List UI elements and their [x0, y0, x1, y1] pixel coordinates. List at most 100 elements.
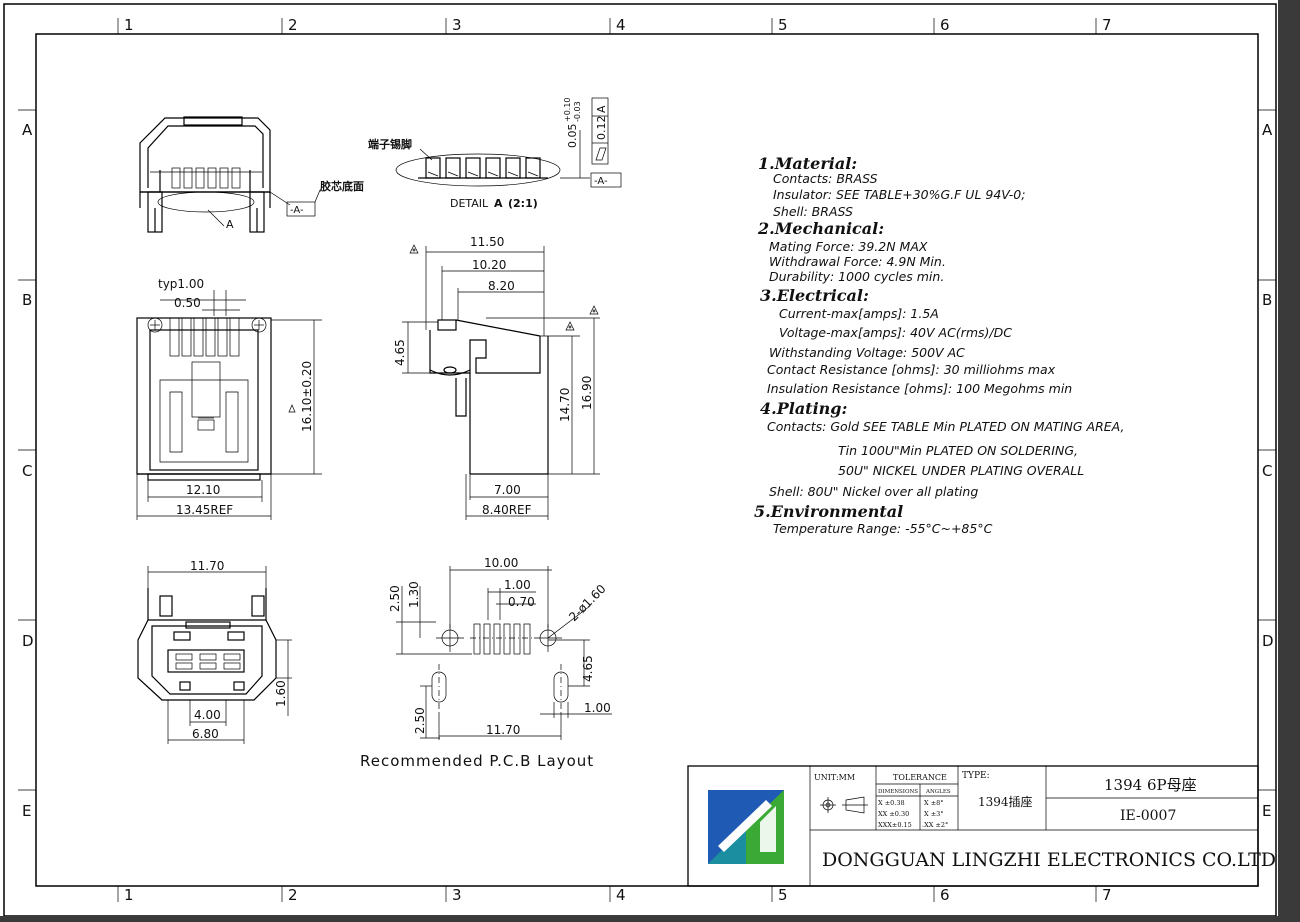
- row-marker: E: [22, 802, 31, 820]
- dim-840: 8.40REF: [482, 503, 532, 517]
- row-marker: B: [22, 291, 32, 309]
- detail-a-view: 端子锡脚 DETAIL A (2:1) 0.12 A -A- 0.05 +0.1…: [368, 97, 622, 210]
- row-marker: D: [1262, 632, 1274, 650]
- spec-line: 50U" NICKEL UNDER PLATING OVERALL: [838, 463, 1085, 478]
- side-view: [429, 319, 549, 475]
- spec-heading: 2.Mechanical:: [758, 219, 885, 238]
- gdt-tol-upper: +0.10: [563, 97, 572, 122]
- dim-1610: 16.10±0.20: [300, 361, 314, 432]
- callout-base: 胶芯底面: [320, 179, 364, 193]
- spec-line: Shell: 80U" Nickel over all plating: [769, 484, 979, 499]
- dim-typ: typ1.00: [158, 277, 204, 291]
- dim-465a: 4.65: [393, 339, 407, 366]
- dim-1000: 10.00: [484, 556, 518, 570]
- dim-1210: 12.10: [186, 483, 220, 497]
- dim-820: 8.20: [488, 279, 515, 293]
- dim-100a: 1.00: [504, 578, 531, 592]
- row-marker: D: [22, 632, 34, 650]
- tol-dim: XXX±0.15: [878, 821, 912, 829]
- dim-100b: 1.00: [584, 701, 611, 715]
- col-marker: 5: [778, 886, 788, 904]
- pcb-layout-view: [396, 566, 612, 740]
- col-marker: 7: [1102, 16, 1112, 34]
- title-block: [687, 765, 1259, 887]
- col-marker: 2: [288, 886, 298, 904]
- col-marker: 5: [778, 16, 788, 34]
- dim-160: 1.60: [274, 680, 288, 707]
- spec-line: Current-max[amps]: 1.5A: [779, 306, 939, 321]
- datum-label: -A-: [290, 205, 304, 216]
- dim-1150: 11.50: [470, 235, 504, 249]
- col-marker: 2: [288, 16, 298, 34]
- spec-line: Shell: BRASS: [773, 204, 853, 219]
- dim-1470: 14.70: [558, 388, 572, 422]
- dim-1345: 13.45REF: [176, 503, 233, 517]
- type-label: TYPE:: [962, 771, 990, 781]
- row-marker: C: [22, 462, 32, 480]
- dim-070: 0.70: [508, 595, 535, 609]
- company-logo: [708, 790, 784, 864]
- tolerance-label: TOLERANCE: [893, 773, 947, 782]
- detail-letter: A: [494, 197, 503, 210]
- spec-heading: 5.Environmental: [754, 502, 904, 521]
- tol-ang: X ±8°: [924, 799, 944, 807]
- gdt-datum: A: [595, 105, 608, 113]
- col-marker: 1: [124, 16, 134, 34]
- part-number: IE-0007: [1120, 808, 1176, 824]
- spec-heading: 1.Material:: [758, 154, 858, 173]
- part-name: 1394 6P母座: [1104, 776, 1197, 794]
- dim-400: 4.00: [194, 708, 221, 722]
- spec-line: Contacts: Gold SEE TABLE Min PLATED ON M…: [767, 419, 1125, 434]
- dim-700: 7.00: [494, 483, 521, 497]
- detail-label: DETAIL: [450, 197, 489, 210]
- tol-dim: XX ±0.30: [878, 810, 909, 818]
- type-value: 1394插座: [978, 794, 1033, 809]
- spec-line: Contact Resistance [ohms]: 30 milliohms …: [767, 362, 1056, 377]
- spec-line: Durability: 1000 cycles min.: [769, 269, 945, 284]
- col-marker: 3: [452, 16, 462, 34]
- col-marker: 6: [940, 16, 950, 34]
- callout-terminal: 端子锡脚: [368, 137, 412, 151]
- side-view-dims: [402, 244, 600, 520]
- gdt-frame: [591, 97, 609, 165]
- grid-ticks: [18, 18, 1276, 902]
- tol-ang-header: ANGLES: [925, 789, 951, 795]
- row-marker: B: [1262, 291, 1272, 309]
- spec-line: Insulation Resistance [ohms]: 100 Megohm…: [767, 381, 1073, 396]
- dim-130: 1.30: [407, 581, 421, 608]
- col-marker: 4: [616, 886, 626, 904]
- gdt-flatness: 0.12: [595, 116, 608, 141]
- dim-250a: 2.50: [388, 585, 402, 612]
- flatness-icon: [595, 147, 607, 161]
- spec-heading: 4.Plating:: [760, 399, 848, 418]
- spec-line: Withdrawal Force: 4.9N Min.: [769, 254, 946, 269]
- pcb-caption: Recommended P.C.B Layout: [360, 752, 594, 770]
- dim-1170a: 11.70: [190, 559, 224, 573]
- front-view: [136, 317, 272, 481]
- spec-line: Voltage-max[amps]: 40V AC(rms)/DC: [779, 325, 1012, 340]
- gdt-tol-lower: -0.03: [573, 101, 582, 122]
- datum-box: [286, 201, 316, 217]
- row-marker: A: [22, 121, 33, 139]
- outer-border: [3, 3, 1277, 917]
- dim-1020: 10.20: [472, 258, 506, 272]
- tol-ang: .XX ±2°: [922, 821, 948, 829]
- spec-line: Insulator: SEE TABLE+30%G.F UL 94V-0;: [773, 187, 1026, 202]
- inner-border: [35, 33, 1259, 887]
- dim-465b: 4.65: [581, 655, 595, 682]
- spec-line: Temperature Range: -55°C~+85°C: [773, 521, 993, 536]
- dim-050: 0.50: [174, 296, 201, 310]
- company-name: DONGGUAN LINGZHI ELECTRONICS CO.LTD: [822, 849, 1276, 871]
- spec-line: Contacts: BRASS: [773, 171, 878, 186]
- col-marker: 3: [452, 886, 462, 904]
- datum-label: -A-: [594, 176, 608, 187]
- view2-dims: [136, 290, 322, 520]
- dim-250b: 2.50: [413, 707, 427, 734]
- spec-line: Withstanding Voltage: 500V AC: [769, 345, 965, 360]
- detail-scale: (2:1): [508, 197, 538, 210]
- dim-1690: 16.90: [580, 376, 594, 410]
- spec-line: Tin 100U"Min PLATED ON SOLDERING,: [838, 443, 1078, 458]
- callout-a: A: [226, 218, 234, 231]
- tol-dim-header: DIMENSIONS: [878, 789, 918, 795]
